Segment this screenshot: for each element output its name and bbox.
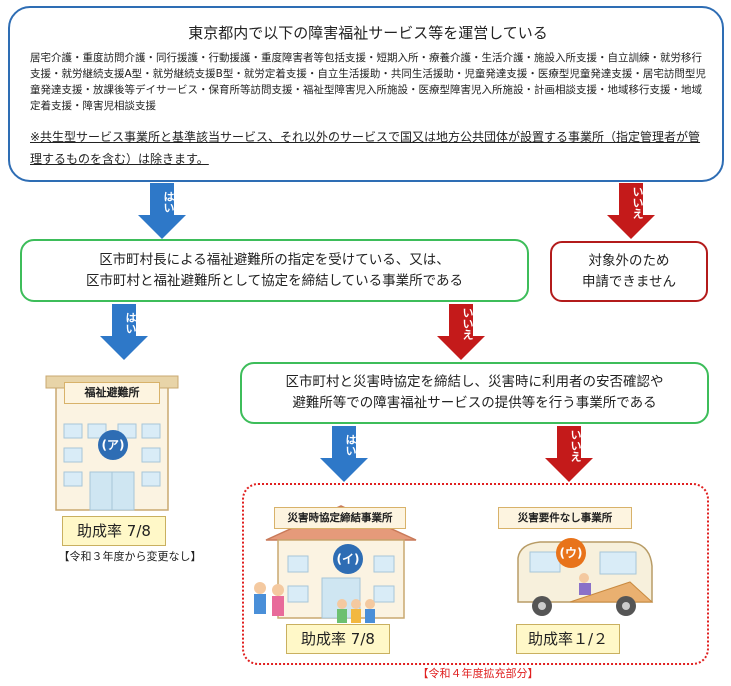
not-eligible-box: 対象外のため 申請できません	[550, 241, 708, 302]
agreement-facility-plate: 災害時協定締結事業所	[274, 507, 406, 529]
eligibility-services-box: 東京都内で以下の障害福祉サービス等を運営している 居宅介護・重度訪問介護・同行援…	[8, 6, 724, 182]
yes-arrow-3: はい	[320, 426, 368, 482]
people-illustration-icon	[250, 580, 290, 626]
welfare-shelter-designation-box: 区市町村長による福祉避難所の指定を受けている、又は、 区市町村と福祉避難所として…	[20, 239, 529, 302]
rate-u: 助成率１/２	[516, 624, 620, 654]
agreement-line-1: 区市町村と災害時協定を締結し、災害時に利用者の安否確認や	[285, 374, 664, 390]
no-label: いいえ	[631, 185, 644, 219]
services-list: 居宅介護・重度訪問介護・同行援護・行動援護・重度障害者等包括支援・短期入所・療養…	[30, 52, 706, 112]
no-arrow-2: いいえ	[437, 304, 485, 360]
no-label: いいえ	[461, 306, 474, 340]
badge-u: (ウ)	[556, 538, 586, 568]
welfare-vehicle-icon	[500, 536, 660, 620]
yes-arrow-2: はい	[100, 304, 148, 360]
rate-i: 助成率 7/8	[286, 624, 390, 654]
yes-label: はい	[344, 434, 357, 456]
no-change-note: 【令和３年度から変更なし】	[58, 550, 202, 563]
rate-a: 助成率 7/8	[62, 516, 166, 546]
designation-line-1: 区市町村長による福祉避難所の指定を受けている、又は、	[99, 252, 450, 268]
children-illustration-icon	[332, 596, 380, 626]
excluded-line-1: 対象外のため	[588, 253, 670, 269]
agreement-line-2: 避難所等での障害福祉サービスの提供等を行う事業所である	[292, 395, 657, 411]
excluded-line-2: 申請できません	[581, 274, 677, 290]
disaster-agreement-box: 区市町村と災害時協定を締結し、災害時に利用者の安否確認や 避難所等での障害福祉サ…	[240, 362, 709, 424]
services-title: 東京都内で以下の障害福祉サービス等を運営している	[188, 24, 548, 42]
badge-i: (イ)	[333, 544, 363, 574]
designation-line-2: 区市町村と福祉避難所として協定を締結している事業所である	[85, 273, 464, 289]
no-arrow-1: いいえ	[607, 183, 655, 239]
badge-a: (ア)	[98, 430, 128, 460]
welfare-shelter-plate: 福祉避難所	[64, 382, 160, 404]
no-label: いいえ	[569, 428, 582, 462]
yes-arrow-1: はい	[138, 183, 186, 239]
exclusion-note: ※共生型サービス事業所と基準該当サービス、それ以外のサービスで国又は地方公共団体…	[30, 130, 701, 166]
fy2022-expansion-area	[242, 483, 709, 665]
expansion-caption: 【令和４年度拡充部分】	[417, 667, 539, 680]
yes-label: はい	[124, 312, 137, 334]
yes-label: はい	[162, 191, 175, 213]
no-arrow-3: いいえ	[545, 426, 593, 482]
no-requirement-facility-plate: 災害要件なし事業所	[498, 507, 632, 529]
